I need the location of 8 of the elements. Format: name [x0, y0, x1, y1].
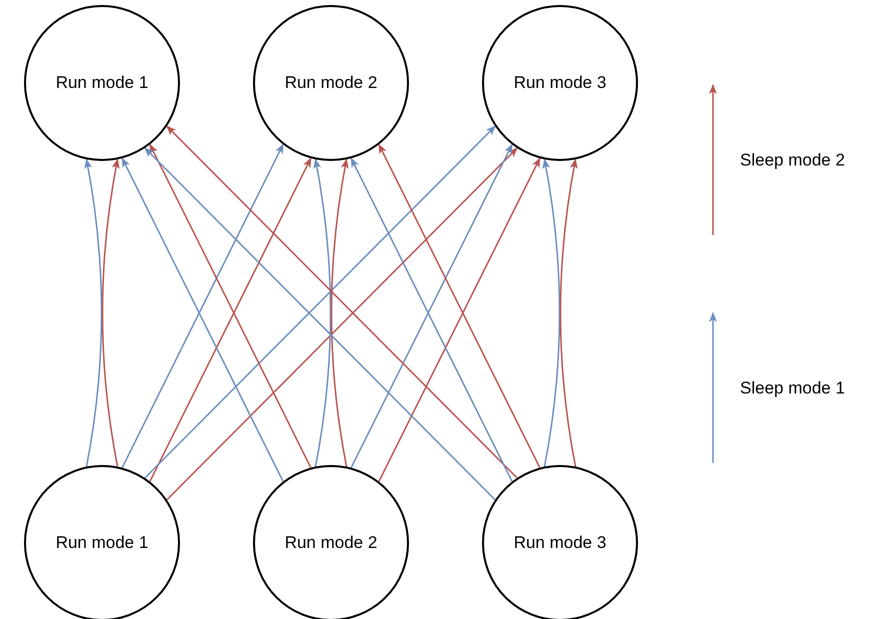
state-label: Run mode 2 — [284, 72, 378, 94]
legend-label: Sleep mode 1 — [740, 377, 845, 400]
state-label: Run mode 1 — [56, 532, 148, 554]
state-label: Run mode 3 — [514, 532, 606, 554]
legend-label: Sleep mode 2 — [740, 149, 845, 172]
state-label: Run mode 3 — [514, 72, 606, 94]
state-label: Run mode 1 — [56, 72, 148, 94]
state-label: Run mode 2 — [284, 532, 378, 554]
